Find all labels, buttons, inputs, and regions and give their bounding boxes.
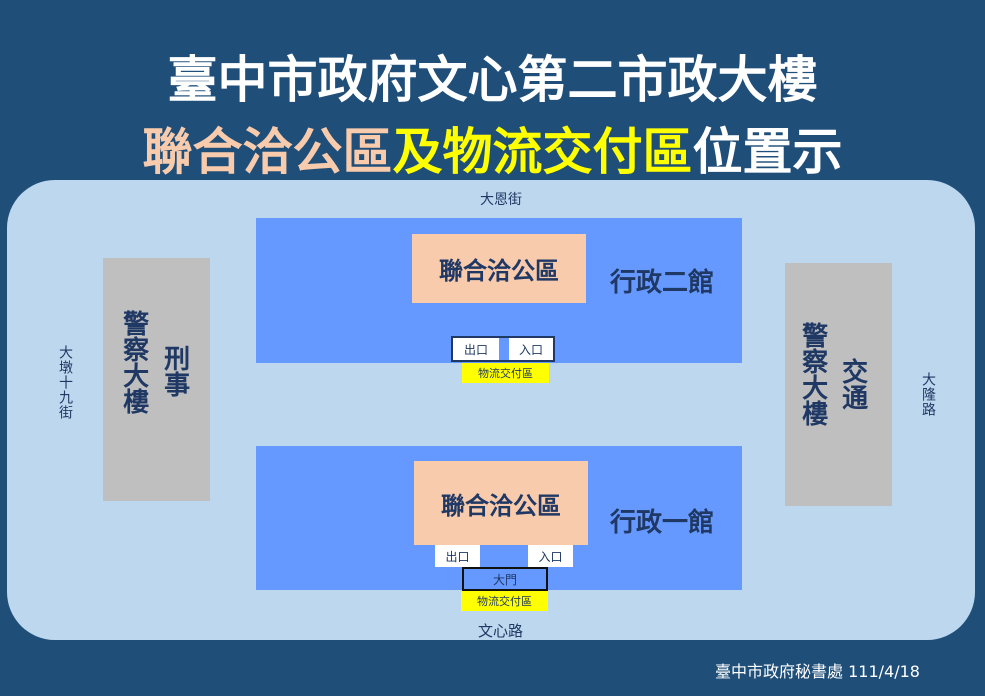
traffic-label: 交通: [837, 358, 868, 410]
exit-2: 出口: [453, 338, 499, 360]
building-1-name: 行政一館: [610, 508, 715, 538]
title-service-area: 聯合洽公區: [142, 123, 393, 181]
service-area-1: 聯合洽公區: [414, 461, 588, 545]
title-logistics-area: 及物流交付區: [392, 123, 693, 181]
street-east: 大隆路: [920, 372, 936, 417]
logistics-area-2: 物流交付區: [462, 363, 549, 383]
main-gate: 大門: [462, 567, 548, 591]
footer-credit: 臺中市政府秘書處 111/4/18: [715, 662, 920, 681]
title-suffix: 位置示: [692, 123, 843, 181]
street-south: 文心路: [478, 622, 524, 640]
title-line2: 聯合洽公區及物流交付區位置示: [0, 112, 985, 184]
entrance-2: 入口: [509, 338, 553, 360]
building-2-name: 行政二館: [610, 268, 715, 298]
traffic-police-label: 警察大樓: [797, 322, 828, 426]
traffic-police-building: [785, 263, 892, 506]
street-west: 大墩十九街: [57, 345, 73, 420]
service-area-2: 聯合洽公區: [412, 234, 586, 303]
street-north: 大恩街: [480, 192, 522, 208]
title-line1: 臺中市政府文心第二市政大樓: [167, 51, 818, 109]
criminal-police-building: [103, 258, 210, 501]
exit-1: 出口: [435, 545, 480, 567]
logistics-area-1: 物流交付區: [461, 591, 548, 611]
criminal-police-label: 警察大樓: [118, 310, 149, 414]
entrance-1: 入口: [528, 545, 573, 567]
criminal-label: 刑事: [159, 345, 190, 397]
